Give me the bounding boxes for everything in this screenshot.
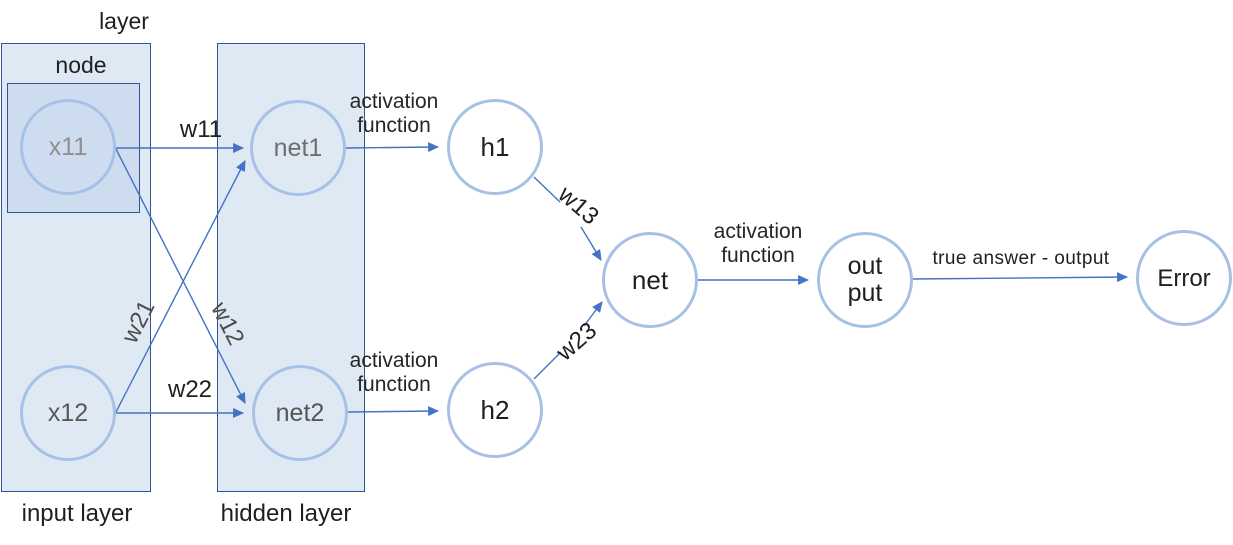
layer-caption: layer (99, 8, 149, 34)
node-net-label: net (631, 264, 669, 295)
weight-label-w11: w11 (179, 116, 223, 143)
activation-function-label-3: activation function (713, 220, 803, 267)
node-output-label: out put (847, 252, 883, 307)
node-net1-label: net1 (273, 133, 323, 162)
arrow-net1-h1 (345, 142, 440, 153)
arrow-w23-segment (533, 351, 562, 380)
node-x12-label: x12 (47, 398, 89, 427)
activation-function-label-2: activation function (349, 349, 439, 396)
node-h1-label: h1 (480, 131, 510, 162)
node-x12: x12 (20, 365, 116, 461)
node-net2-label: net2 (275, 398, 325, 427)
node-output: out put (817, 232, 913, 328)
node-caption: node (55, 52, 107, 78)
arrow-w13 (580, 226, 602, 261)
node-net2: net2 (252, 365, 348, 461)
node-h2: h2 (447, 362, 543, 458)
arrow-w12 (115, 148, 246, 404)
arrow-w23 (583, 301, 603, 327)
arrow-net2-h2 (346, 406, 440, 417)
node-h2-label: h2 (480, 394, 510, 425)
arrow-w13-segment (533, 176, 561, 203)
node-x11-label: x11 (48, 132, 88, 161)
node-error: Error (1136, 230, 1232, 326)
node-h1: h1 (447, 99, 543, 195)
true-answer-output-label: true answer - output (932, 248, 1110, 269)
weight-label-w22: w22 (167, 376, 213, 403)
arrow-output-error (912, 272, 1129, 283)
node-error-label: Error (1157, 264, 1211, 292)
node-x11: x11 (20, 99, 116, 195)
node-net1: net1 (250, 100, 346, 196)
arrow-w21 (115, 160, 246, 413)
activation-function-label-1: activation function (349, 90, 439, 137)
input-layer-caption: input layer (21, 500, 133, 527)
node-net: net (602, 232, 698, 328)
hidden-layer-caption: hidden layer (220, 500, 352, 527)
